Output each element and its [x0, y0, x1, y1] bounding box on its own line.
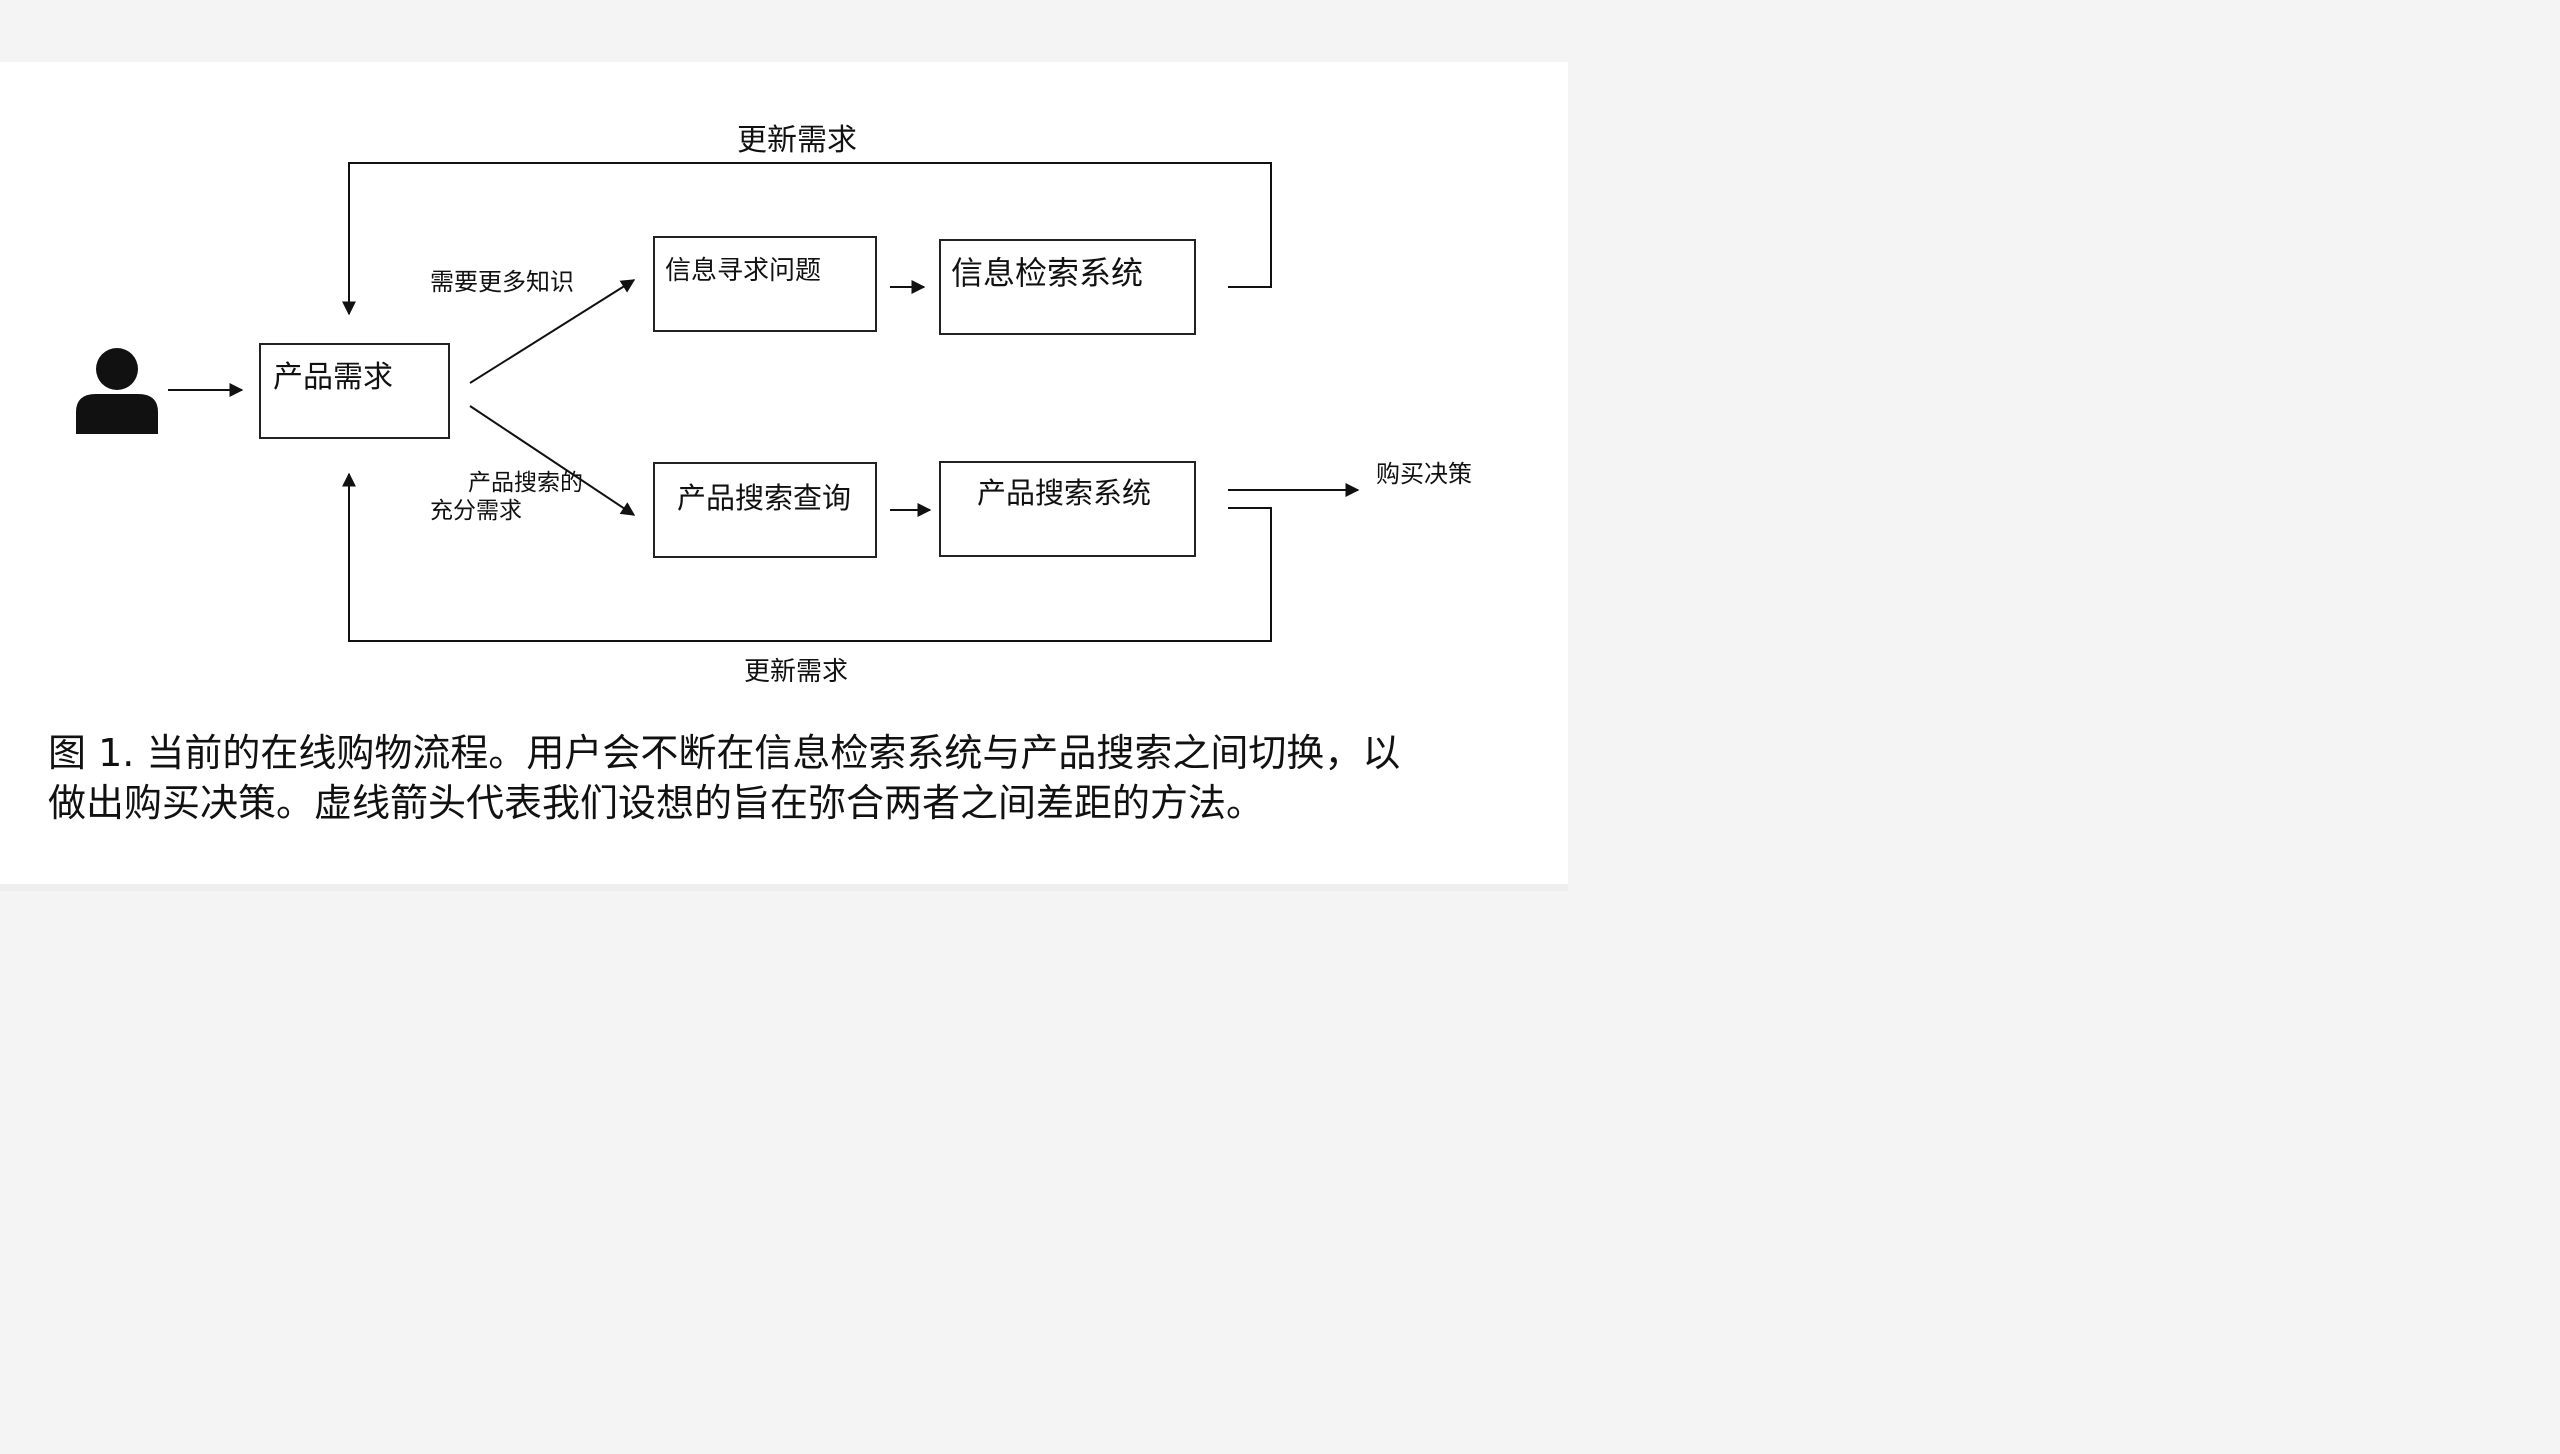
- node-product-query: 产品搜索查询: [653, 462, 877, 558]
- person-icon: [76, 348, 158, 434]
- node-product-query-label: 产品搜索查询: [677, 481, 852, 515]
- caption-line-1: 图 1. 当前的在线购物流程。用户会不断在信息检索系统与产品搜索之间切换，以: [48, 731, 1401, 775]
- label-sufficient-need-line1: 产品搜索的: [468, 470, 583, 496]
- label-need-more-knowledge: 需要更多知识: [430, 268, 574, 296]
- arrow-update-need-top: [342, 162, 1272, 316]
- node-info-system: 信息检索系统: [939, 239, 1196, 335]
- label-update-need-bottom: 更新需求: [744, 657, 849, 687]
- node-product-system-label: 产品搜索系统: [977, 476, 1152, 510]
- top-band: [0, 0, 1568, 62]
- node-product-need-label: 产品需求: [273, 360, 393, 395]
- node-info-question: 信息寻求问题: [653, 236, 877, 332]
- label-purchase-decision: 购买决策: [1376, 460, 1472, 488]
- label-sufficient-need-line2: 充分需求: [430, 498, 522, 524]
- figure-caption: 图 1. 当前的在线购物流程。用户会不断在信息检索系统与产品搜索之间切换，以 做…: [48, 728, 1528, 828]
- arrow-need-to-info-question: [469, 279, 636, 384]
- flow-diagram: [76, 162, 1360, 642]
- label-update-need-top: 更新需求: [737, 123, 857, 158]
- node-product-system: 产品搜索系统: [939, 461, 1196, 557]
- node-info-question-label: 信息寻求问题: [665, 256, 822, 286]
- caption-line-2: 做出购买决策。虚线箭头代表我们设想的旨在弥合两者之间差距的方法。: [48, 781, 1265, 825]
- bottom-band: [0, 884, 1568, 891]
- node-info-system-label: 信息检索系统: [951, 254, 1144, 292]
- node-product-need: 产品需求: [259, 343, 450, 439]
- arrow-need-to-product-query: [469, 405, 636, 516]
- arrow-update-need-bottom: [342, 472, 1272, 642]
